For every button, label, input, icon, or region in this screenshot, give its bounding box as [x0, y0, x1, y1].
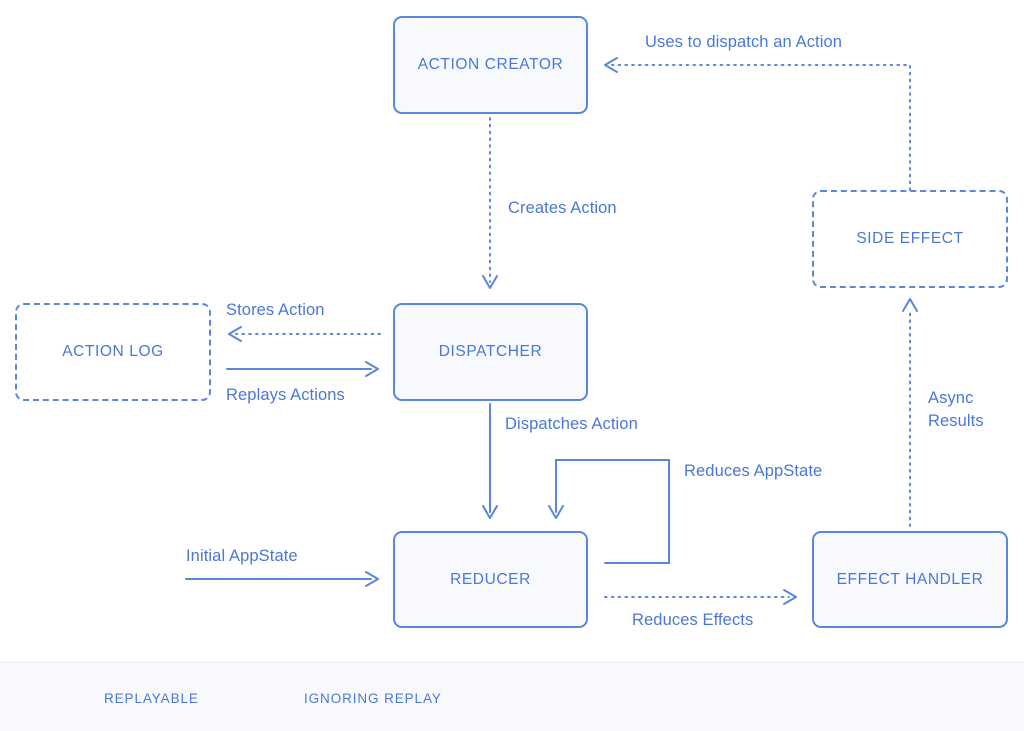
node-side-effect-label: SIDE EFFECT [856, 230, 964, 247]
edge-uses-to-dispatch-an-action [604, 57, 911, 191]
legend-label-ignoring-replay: IGNORING REPLAY [304, 691, 442, 706]
edge-label-reduces-effects: Reduces Effects [632, 611, 754, 629]
edge-label-initial-appstate: Initial AppState [186, 547, 298, 565]
edge-label-reduces-appstate: Reduces AppState [684, 462, 823, 480]
node-effect-handler[interactable]: EFFECT HANDLER [812, 531, 1008, 628]
node-reducer-label: REDUCER [450, 570, 531, 588]
node-action-creator-label: ACTION CREATOR [417, 56, 564, 73]
edge-initial-appstate [185, 571, 379, 587]
edge-label-uses-to-dispatch-an-action: Uses to dispatch an Action [645, 33, 843, 51]
node-effect-handler-label: EFFECT HANDLER [836, 570, 984, 588]
edge-replays-actions [226, 361, 379, 377]
edge-label-async-results: Async Results [928, 389, 984, 430]
edge-reduces-effects [604, 589, 797, 605]
node-action-creator[interactable]: ACTION CREATOR [393, 16, 588, 114]
edge-creates-action [482, 117, 498, 289]
node-reducer[interactable]: REDUCER [393, 531, 588, 628]
legend-bar [0, 662, 1024, 731]
edge-label-replays-actions: Replays Actions [226, 386, 345, 404]
node-dispatcher-label: DISPATCHER [438, 343, 543, 360]
edge-label-stores-action: Stores Action [226, 301, 325, 319]
edge-dispatches-action [482, 403, 498, 519]
node-dispatcher[interactable]: DISPATCHER [393, 303, 588, 401]
edge-reduces-appstate [548, 459, 670, 564]
edge-stores-action [228, 326, 381, 342]
edge-label-dispatches-action: Dispatches Action [505, 415, 638, 433]
node-action-log-label: ACTION LOG [62, 343, 164, 360]
node-side-effect[interactable]: SIDE EFFECT [812, 190, 1008, 288]
edge-async-results [902, 298, 918, 527]
legend-label-replayable: REPLAYABLE [104, 691, 199, 706]
node-action-log[interactable]: ACTION LOG [15, 303, 211, 401]
edge-label-creates-action: Creates Action [508, 199, 617, 217]
